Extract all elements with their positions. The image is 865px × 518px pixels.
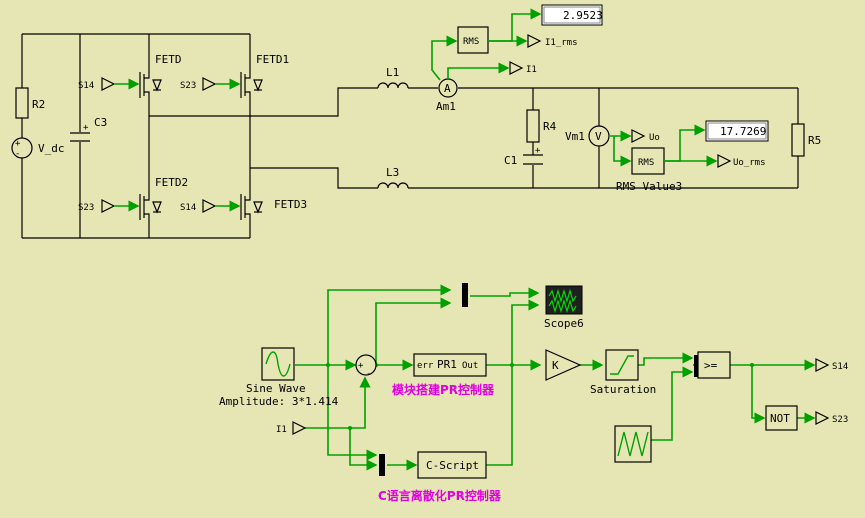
gate-tag-fetd1[interactable] bbox=[202, 77, 241, 91]
rms-block-2[interactable] bbox=[631, 147, 665, 175]
triangle-carrier[interactable] bbox=[614, 425, 652, 463]
pr1-in: err bbox=[417, 361, 434, 371]
resistor-r2-label: R2 bbox=[32, 98, 45, 111]
resistor-r5[interactable] bbox=[791, 123, 805, 157]
comparator-mux[interactable] bbox=[694, 355, 700, 377]
mosfet-fetd1-label: FETD1 bbox=[256, 53, 289, 66]
goto-s23[interactable] bbox=[815, 411, 830, 425]
power-wires bbox=[21, 33, 799, 239]
goto-s23-label: S23 bbox=[832, 415, 848, 425]
control-wires bbox=[295, 284, 816, 471]
display-uo-rms-value: 17.7269 bbox=[720, 125, 766, 138]
mux-bottom[interactable] bbox=[379, 454, 385, 476]
goto-uo-rms[interactable] bbox=[717, 154, 732, 168]
inductor-l1[interactable] bbox=[377, 82, 409, 89]
goto-uo[interactable] bbox=[631, 129, 646, 143]
ammeter-symbol: A bbox=[444, 82, 451, 95]
gain-label: K bbox=[552, 359, 559, 372]
mosfet-fetd1[interactable] bbox=[233, 70, 265, 100]
inductor-l3[interactable] bbox=[377, 182, 409, 189]
saturation-label: Saturation bbox=[590, 383, 656, 396]
sum-plus: + bbox=[358, 361, 364, 371]
ammeter-label: Am1 bbox=[436, 100, 456, 113]
c1-plus: + bbox=[535, 146, 541, 156]
gate-tag-fetd[interactable] bbox=[101, 77, 140, 91]
rms-block-1[interactable] bbox=[457, 26, 489, 54]
rms-block-2-caption: RMS Value3 bbox=[616, 180, 682, 193]
gate-tag-fetd3-label: S14 bbox=[180, 203, 196, 213]
sine-wave-name: Sine Wave bbox=[246, 382, 306, 395]
dc-source-label: V_dc bbox=[38, 142, 65, 155]
mux-top[interactable] bbox=[462, 283, 468, 307]
note-module-pr: 模块搭建PR控制器 bbox=[392, 382, 495, 397]
mosfet-fetd2[interactable] bbox=[132, 192, 164, 222]
resistor-r2[interactable] bbox=[15, 87, 29, 119]
mosfet-fetd2-label: FETD2 bbox=[155, 176, 188, 189]
comparator-label: >= bbox=[704, 359, 718, 372]
note-c-pr: C语言离散化PR控制器 bbox=[378, 488, 502, 503]
goto-s14[interactable] bbox=[815, 358, 830, 372]
voltmeter-symbol: V bbox=[595, 130, 602, 143]
c-script-label: C-Script bbox=[426, 459, 479, 472]
resistor-r4[interactable] bbox=[526, 109, 540, 143]
dc-source-plus: + bbox=[15, 139, 21, 149]
mosfet-fetd-label: FETD bbox=[155, 53, 182, 66]
pr1-out: Out bbox=[462, 361, 478, 371]
inductor-l1-label: L1 bbox=[386, 66, 399, 79]
goto-uo-rms-label: Uo_rms bbox=[733, 158, 766, 168]
comparator-block[interactable] bbox=[697, 351, 731, 379]
from-tag-i1-label: I1 bbox=[276, 425, 287, 435]
sine-wave-source[interactable] bbox=[261, 347, 295, 381]
sum-block[interactable] bbox=[355, 354, 377, 376]
capacitor-c3[interactable] bbox=[70, 132, 90, 142]
capacitor-c1-label: C1 bbox=[504, 154, 517, 167]
gain-block[interactable] bbox=[545, 349, 582, 381]
gate-tag-fetd2-label: S23 bbox=[78, 203, 94, 213]
goto-i1-rms[interactable] bbox=[527, 34, 542, 48]
saturation-block[interactable] bbox=[605, 349, 639, 381]
inductor-l3-label: L3 bbox=[386, 166, 399, 179]
gate-tag-fetd-label: S14 bbox=[78, 81, 94, 91]
capacitor-c1[interactable] bbox=[523, 154, 543, 165]
resistor-r5-label: R5 bbox=[808, 134, 821, 147]
goto-uo-label: Uo bbox=[649, 133, 660, 143]
goto-i1-rms-label: I1_rms bbox=[545, 38, 578, 48]
goto-s14-label: S14 bbox=[832, 362, 848, 372]
sine-wave-amplitude: Amplitude: 3*1.414 bbox=[219, 395, 339, 408]
not-gate-label: NOT bbox=[770, 412, 790, 425]
goto-i1[interactable] bbox=[509, 61, 524, 75]
c-script-block[interactable] bbox=[417, 451, 487, 479]
junction-dots bbox=[326, 363, 754, 430]
dc-source-v-dc[interactable] bbox=[11, 137, 33, 159]
pr1-name: PR1 bbox=[437, 358, 457, 371]
voltmeter-label: Vm1 bbox=[565, 130, 585, 143]
mosfet-fetd3[interactable] bbox=[233, 192, 265, 222]
dc-source-minus: - bbox=[15, 149, 20, 159]
gate-tag-fetd2[interactable] bbox=[101, 199, 140, 213]
display-i1-rms-value: 2.9523 bbox=[563, 9, 603, 22]
mosfet-fetd[interactable] bbox=[132, 70, 164, 100]
rms-block-2-label: RMS bbox=[638, 158, 654, 168]
mosfet-fetd3-label: FETD3 bbox=[274, 198, 307, 211]
gate-tag-fetd1-label: S23 bbox=[180, 81, 196, 91]
scope6[interactable] bbox=[545, 285, 583, 315]
gate-tag-fetd3[interactable] bbox=[202, 199, 241, 213]
not-gate[interactable] bbox=[765, 405, 798, 431]
goto-i1-label: I1 bbox=[526, 65, 537, 75]
sum-minus: - bbox=[366, 369, 371, 379]
pr1-block[interactable] bbox=[413, 353, 487, 377]
resistor-r4-label: R4 bbox=[543, 120, 557, 133]
capacitor-c3-label: C3 bbox=[94, 116, 107, 129]
c3-plus: + bbox=[83, 123, 89, 133]
rms-block-1-label: RMS bbox=[463, 37, 479, 47]
scope6-label: Scope6 bbox=[544, 317, 584, 330]
from-tag-i1[interactable] bbox=[292, 421, 307, 435]
